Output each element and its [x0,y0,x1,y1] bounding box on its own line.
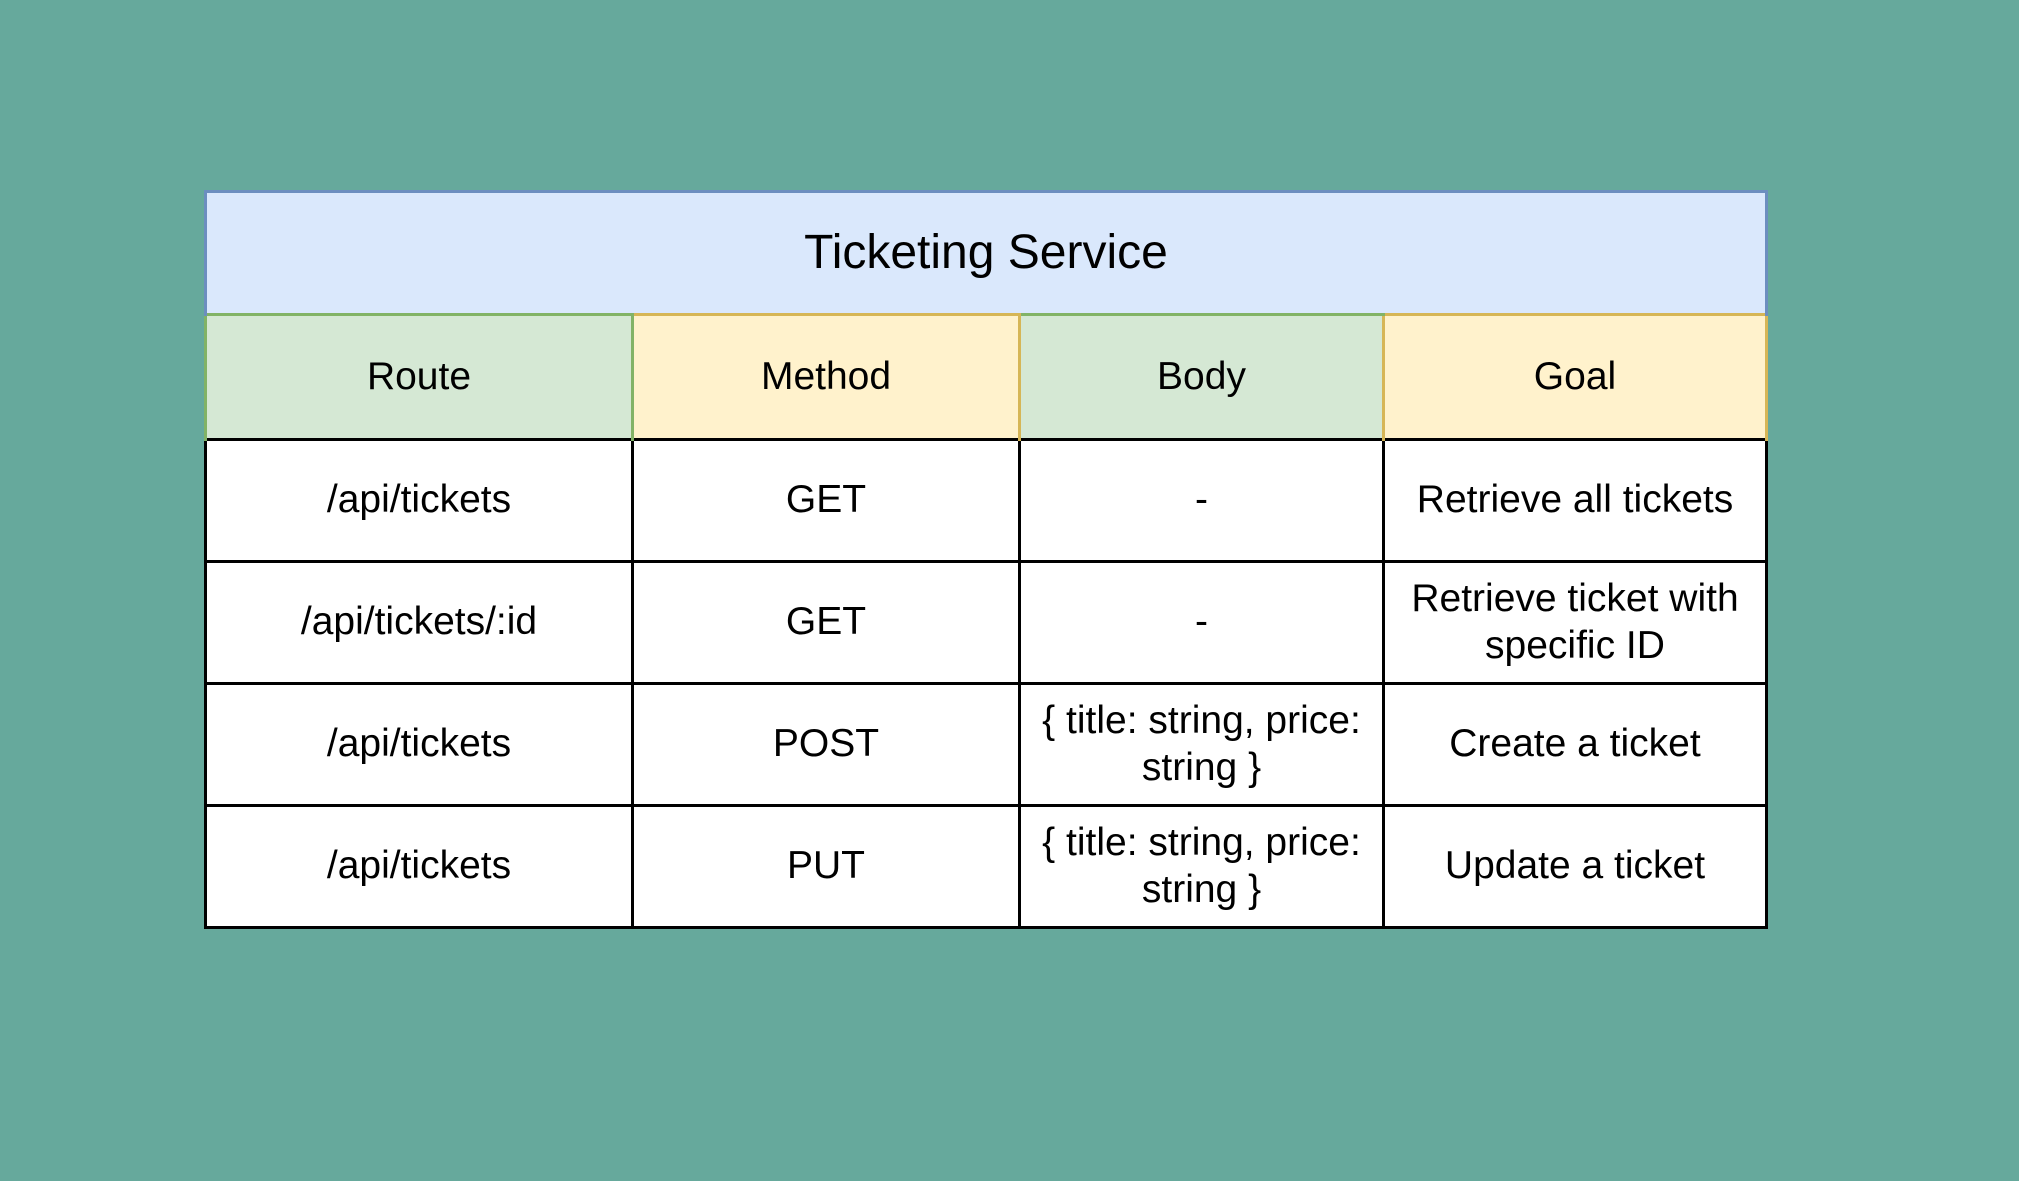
cell-route-3: /api/tickets [204,804,634,929]
cell-body-0: - [1018,438,1385,563]
cell-goal-3: Update a ticket [1382,804,1768,929]
cell-method-1: GET [631,560,1021,685]
column-header-route: Route [204,313,634,440]
cell-goal-1: Retrieve ticket with specific ID [1382,560,1768,685]
table-title: Ticketing Service [204,190,1768,315]
cell-route-2: /api/tickets [204,682,634,807]
cell-route-1: /api/tickets/:id [204,560,634,685]
column-header-goal: Goal [1382,313,1768,440]
table-title-row: Ticketing Service [204,190,1768,315]
cell-method-0: GET [631,438,1021,563]
table-row-put: /api/tickets PUT { title: string, price:… [204,804,1768,929]
table-header-row: Route Method Body Goal [204,313,1768,440]
cell-body-1: - [1018,560,1385,685]
column-header-body: Body [1018,313,1384,440]
cell-route-0: /api/tickets [204,438,634,563]
table-row-get-all: /api/tickets GET - Retrieve all tickets [204,438,1768,563]
column-header-method: Method [631,313,1021,440]
ticketing-service-table: Ticketing Service Route Method Body Goal… [204,190,1768,929]
table-row-get-by-id: /api/tickets/:id GET - Retrieve ticket w… [204,560,1768,685]
cell-method-3: PUT [631,804,1021,929]
cell-goal-0: Retrieve all tickets [1382,438,1768,563]
table-row-post: /api/tickets POST { title: string, price… [204,682,1768,807]
cell-method-2: POST [631,682,1021,807]
cell-goal-2: Create a ticket [1382,682,1768,807]
cell-body-3: { title: string, price: string } [1018,804,1385,929]
cell-body-2: { title: string, price: string } [1018,682,1385,807]
